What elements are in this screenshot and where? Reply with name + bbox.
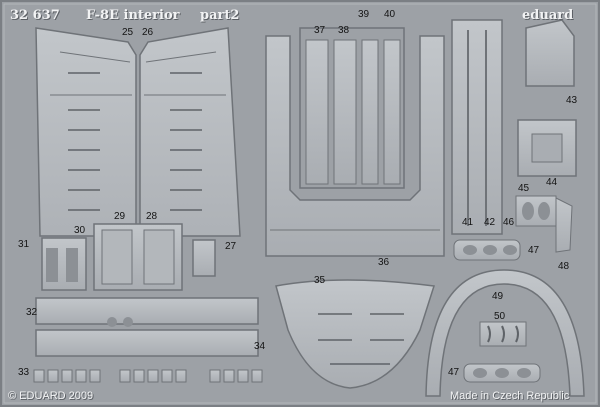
part-49-arch	[425, 269, 585, 397]
part-number: 49	[492, 291, 504, 302]
part-47-upper	[453, 239, 521, 261]
part-number: 42	[484, 217, 496, 228]
part-number: 31	[18, 239, 30, 250]
part-number: 27	[225, 241, 237, 252]
part-number: 40	[384, 9, 396, 20]
part-35-shield	[275, 279, 435, 389]
parts-28-29	[93, 223, 183, 291]
brand-logo: eduard	[522, 8, 574, 23]
part-number: 37	[314, 25, 326, 36]
copyright-notice: © EDUARD 2009	[8, 390, 94, 402]
parts-30-31	[41, 237, 87, 291]
product-code: 32 637	[10, 8, 60, 23]
part-number: 39	[358, 9, 370, 20]
part-number: 28	[146, 211, 158, 222]
part-number: 45	[518, 183, 530, 194]
parts-41-42	[451, 19, 503, 235]
part-number: 25	[122, 27, 134, 38]
part-number: 26	[142, 27, 154, 38]
part-number: 47	[448, 367, 460, 378]
part-number: 32	[26, 307, 38, 318]
part-43	[525, 19, 575, 87]
parts-45-46	[515, 195, 573, 253]
part-36-frame	[265, 35, 445, 257]
part-25-panel	[35, 27, 137, 283]
part-number: 35	[314, 275, 326, 286]
part-number: 41	[462, 217, 474, 228]
part-number: 36	[378, 257, 390, 268]
part-number: 44	[546, 177, 558, 188]
part-number: 30	[74, 225, 86, 236]
part-47-lower	[463, 363, 541, 383]
part-number: 33	[18, 367, 30, 378]
part-27	[192, 239, 216, 277]
part-number: 38	[338, 25, 350, 36]
part-number: 34	[254, 341, 266, 352]
parts-32-34-strips	[35, 297, 259, 357]
product-title: F-8E interior	[86, 8, 180, 23]
part-number: 47	[528, 245, 540, 256]
part-number: 29	[114, 211, 126, 222]
part-number: 43	[566, 95, 578, 106]
parts-37-40-rails	[299, 27, 405, 189]
part-number: 48	[558, 261, 570, 272]
part-44	[517, 119, 577, 177]
origin-notice: Made in Czech Republic	[450, 390, 570, 402]
part-50	[479, 321, 527, 347]
product-part: part2	[200, 8, 240, 23]
part-33-row	[33, 369, 263, 383]
part-number: 50	[494, 311, 506, 322]
part-number: 46	[503, 217, 515, 228]
